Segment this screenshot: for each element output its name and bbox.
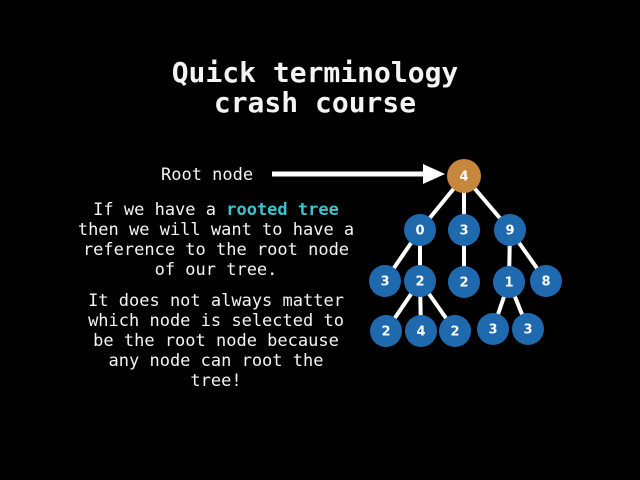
root-node-label: Root node [161,165,254,185]
paragraph1-prefix: If we have a [93,200,227,220]
tree-node-circle [477,313,509,345]
tree-node-circle [512,313,544,345]
tree-node-value: 9 [505,224,514,239]
tree-edges [383,174,548,333]
tree-node-value: 4 [416,325,425,340]
tree-node-circle [448,214,480,246]
tree-node: 1 [493,266,525,298]
paragraph1-suffix: then we will want to have a reference to… [77,220,355,280]
tree-node: 8 [530,265,562,297]
tree-node: 3 [512,313,544,345]
tree-node: 2 [404,265,436,297]
tree-node: 0 [404,214,436,246]
tree-node-value: 4 [459,170,468,185]
root-node-arrow-head [423,164,445,184]
tree-node-value: 2 [381,325,390,340]
slide-title: Quick terminology crash course [171,56,459,119]
tree-node-value: 3 [488,323,497,338]
tree-node-circle [447,159,481,193]
tree-node-circle [530,265,562,297]
tree-node-value: 3 [523,323,532,338]
paragraph1-highlight-rooted-tree: rooted tree [226,200,339,220]
tree-node-circle [404,265,436,297]
tree-nodes: 4 0 3 9 3 2 2 1 8 2 4 2 3 3 [369,159,562,347]
tree-node-circle [404,214,436,246]
tree-node-circle [370,315,402,347]
tree-node: 2 [448,266,480,298]
tree-node: 2 [370,315,402,347]
tree-node-circle [493,266,525,298]
tree-node-circle [405,315,437,347]
root-node-arrow [272,164,445,184]
tree-node-value: 2 [459,276,468,291]
tree-node: 2 [439,315,471,347]
tree-node: 4 [405,315,437,347]
tree-node: 3 [369,265,401,297]
tree-node-circle [369,265,401,297]
tree-node-circle [494,214,526,246]
tree-node-value: 2 [415,275,424,290]
tree-node-value: 1 [504,276,513,291]
paragraph-rooted-tree: If we have a rooted tree then we will wa… [66,200,366,280]
tree-node-circle [439,315,471,347]
tree-node-value: 8 [541,275,550,290]
tree-node-value: 3 [459,224,468,239]
tree-node-value: 2 [450,325,459,340]
tree-node-value: 3 [380,275,389,290]
tree-node-circle [448,266,480,298]
tree-node-root: 4 [447,159,481,193]
tree-node: 3 [477,313,509,345]
paragraph-root-choice: It does not always matter which node is … [88,291,344,391]
tree-node: 3 [448,214,480,246]
tree-node-value: 0 [415,224,424,239]
tree-node: 9 [494,214,526,246]
